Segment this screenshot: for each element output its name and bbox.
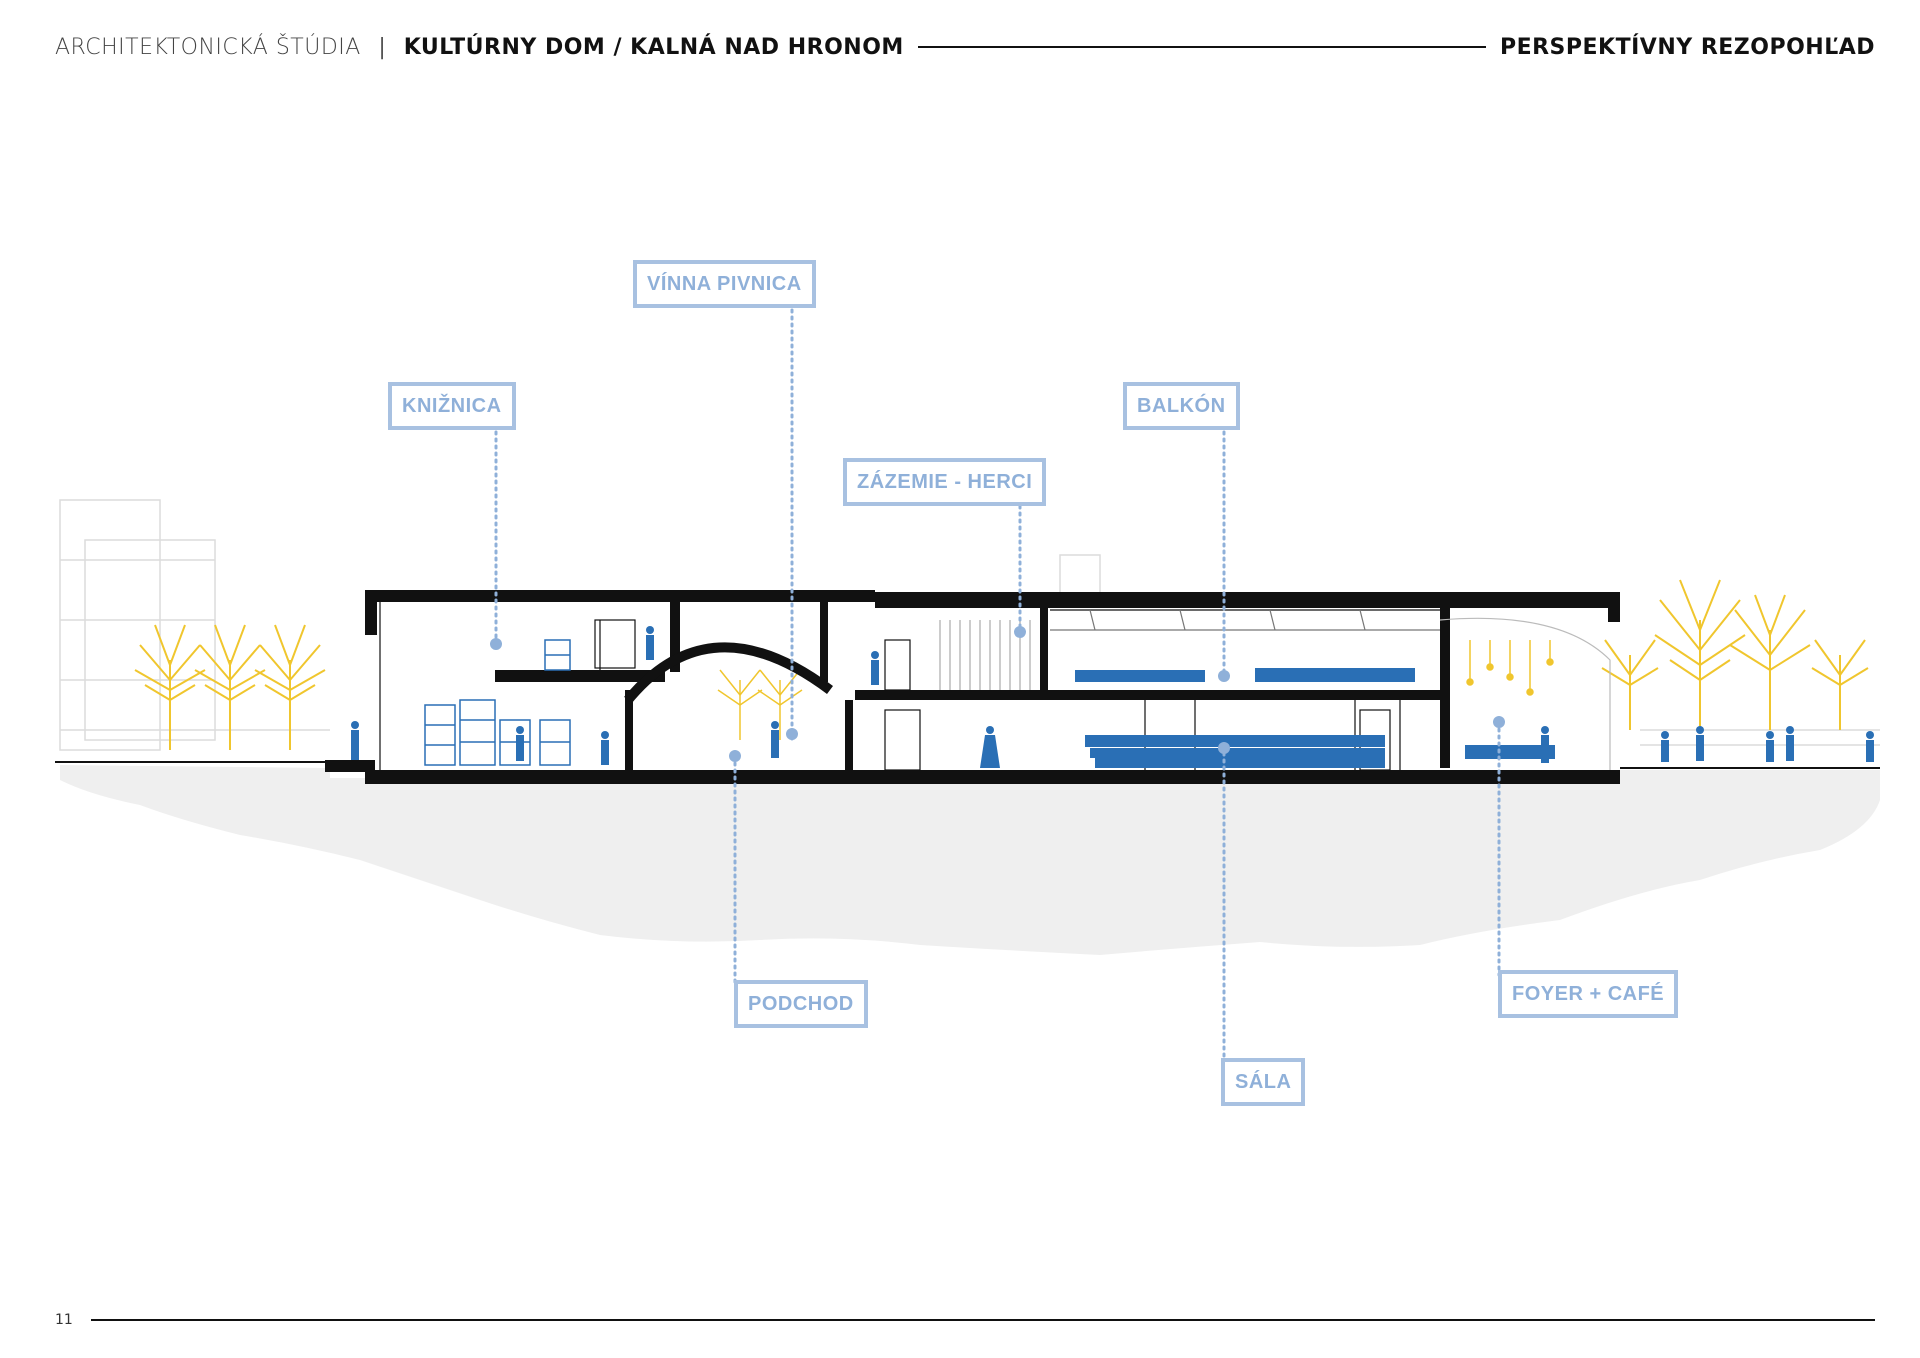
trees-left	[134, 624, 326, 750]
label-zazemie-herci: ZÁZEMIE - HERCI	[843, 458, 1047, 506]
label-podchod: PODCHOD	[734, 980, 868, 1028]
leader-dots	[490, 626, 1505, 762]
building-structure	[325, 590, 1620, 784]
trees-passage	[717, 669, 803, 740]
page-number: 11	[55, 1312, 73, 1328]
label-balkon: BALKÓN	[1123, 382, 1240, 430]
leader-lines	[494, 308, 1501, 1065]
library-shelves	[424, 639, 571, 766]
header: ARCHITEKTONICKÁ ŠTÚDIA | KULTÚRNY DOM / …	[55, 30, 1875, 64]
ground-mass	[60, 765, 1880, 955]
label-vinna-pivnica: VÍNNA PIVNICA	[633, 260, 816, 308]
course-title: ARCHITEKTONICKÁ ŠTÚDIA	[55, 34, 361, 60]
footer: 11	[55, 1308, 1875, 1332]
header-separator: |	[378, 34, 387, 60]
hall-seating	[1075, 668, 1555, 768]
foyer-lights	[1466, 640, 1554, 696]
footer-rule	[90, 1319, 1875, 1321]
passage-arch	[624, 642, 833, 704]
background-buildings	[59, 499, 1880, 751]
interior-lines	[379, 602, 1611, 771]
header-rule	[917, 46, 1486, 48]
label-kniznica: KNIŽNICA	[388, 382, 516, 430]
header-left: ARCHITEKTONICKÁ ŠTÚDIA | KULTÚRNY DOM / …	[55, 35, 904, 60]
view-title: PERSPEKTÍVNY REZOPOHĽAD	[1499, 34, 1875, 60]
project-title: KULTÚRNY DOM / KALNÁ NAD HRONOM	[403, 34, 904, 60]
label-sala: SÁLA	[1221, 1058, 1306, 1106]
trees-right	[1601, 579, 1869, 730]
people	[351, 626, 1874, 768]
label-foyer-cafe: FOYER + CAFÉ	[1498, 970, 1679, 1018]
